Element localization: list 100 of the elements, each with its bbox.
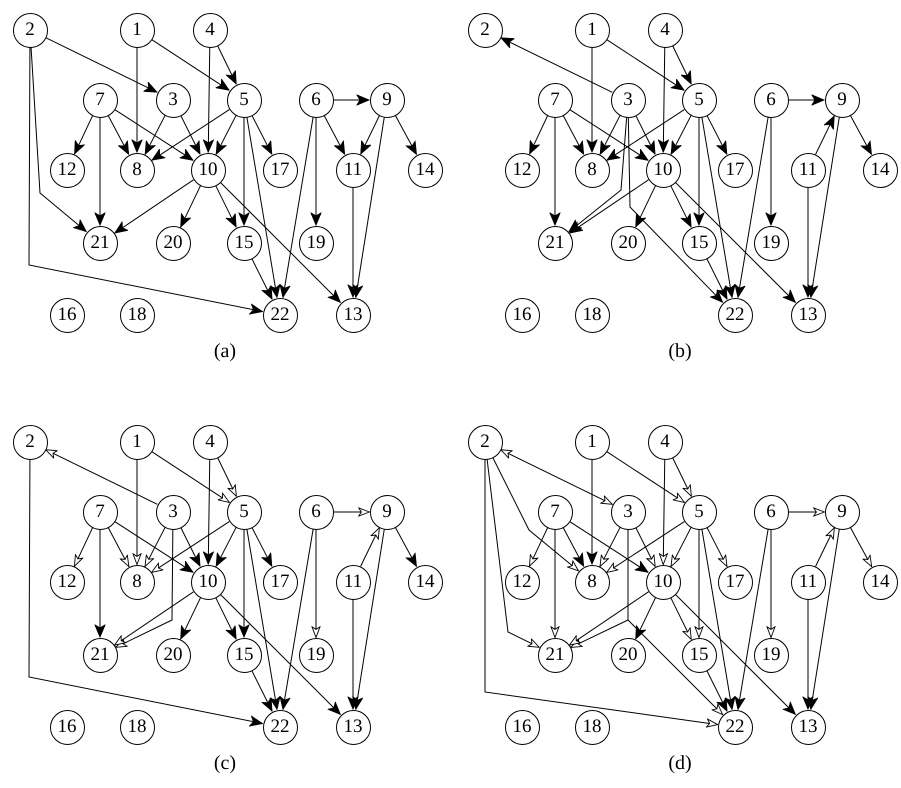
graph-node: 9 (824, 494, 860, 530)
arrow (114, 591, 194, 646)
arrow (94, 529, 106, 638)
arrow (815, 527, 835, 567)
arrow (600, 115, 620, 155)
arrow (484, 459, 718, 728)
arrow (658, 47, 670, 153)
arrow (180, 597, 201, 640)
graph-node: 5 (682, 82, 716, 118)
graph-node: 12 (50, 152, 84, 188)
arrow (672, 45, 692, 85)
graph-node: 11 (790, 152, 826, 188)
graph-node: 2 (12, 424, 48, 460)
graph-node: 1 (120, 12, 154, 48)
arrow (694, 529, 704, 638)
arrow (279, 116, 314, 298)
graph-node: 2 (468, 424, 502, 460)
graph-node: 21 (82, 638, 118, 672)
arrow (74, 115, 94, 155)
graph-node: 11 (336, 564, 370, 600)
arrow (352, 528, 385, 710)
arrow (251, 258, 273, 300)
arrow (549, 117, 561, 226)
graph-node: 2 (468, 12, 502, 48)
arrow (670, 115, 692, 155)
arrow (569, 109, 649, 161)
arrow (114, 521, 194, 573)
graph-node: 6 (298, 82, 334, 118)
arrow (670, 527, 692, 567)
arrow (701, 528, 736, 710)
arrow (115, 529, 174, 648)
arrow (216, 527, 236, 567)
graph-node: 17 (718, 152, 752, 188)
arrow (108, 114, 130, 156)
graph-node: 20 (610, 226, 646, 260)
arrow (562, 114, 584, 156)
graph-node: 4 (192, 12, 228, 48)
graph-node: 21 (82, 226, 118, 260)
arrow (252, 115, 272, 155)
graph-node: 1 (574, 424, 610, 460)
arrow (151, 39, 230, 91)
panel-caption: (c) (214, 752, 236, 775)
graph-node: 4 (648, 424, 682, 460)
graph-node: 21 (538, 638, 572, 672)
graph-node: 19 (298, 226, 334, 260)
arrow (310, 117, 322, 226)
arrow (658, 459, 668, 565)
arrow (706, 670, 728, 712)
arrow (674, 594, 796, 716)
graph-node: 15 (682, 638, 716, 672)
panel-caption: (b) (668, 340, 692, 363)
arrow (333, 94, 370, 106)
graph-node: 5 (226, 494, 262, 530)
arrow (635, 185, 656, 228)
graph-node: 22 (262, 710, 298, 744)
graph-node: 8 (574, 152, 610, 188)
arrow (674, 182, 796, 304)
arrow (670, 185, 692, 228)
arrow (238, 117, 250, 226)
arrow (765, 117, 777, 226)
arrow (850, 526, 872, 568)
arrow (132, 459, 142, 565)
arrow (850, 114, 872, 156)
arrow (312, 529, 320, 638)
arrow (569, 591, 649, 646)
graph-node: 10 (190, 152, 226, 188)
graph-node: 19 (754, 226, 788, 260)
graph-node: 7 (538, 82, 572, 118)
graph-node: 9 (824, 82, 860, 118)
graph-node: 11 (336, 152, 370, 188)
graph-node: 11 (790, 564, 826, 600)
graph-node: 16 (504, 298, 540, 332)
arrow (216, 115, 236, 155)
graph-node: 1 (120, 424, 154, 460)
arrow (151, 521, 230, 573)
graph-node: 8 (574, 564, 610, 600)
graph-node: 14 (862, 152, 898, 188)
graph-node: 3 (610, 494, 646, 530)
graph-node: 13 (336, 710, 370, 744)
arrow (628, 117, 724, 303)
graph-node: 10 (646, 564, 680, 600)
graph-node: 5 (682, 494, 716, 530)
graph-node: 3 (156, 494, 190, 530)
graph-node: 13 (336, 298, 370, 332)
arrow (492, 457, 579, 572)
arrow (279, 528, 314, 710)
arrow (144, 115, 166, 155)
arrow (202, 459, 214, 565)
arrow (324, 114, 346, 156)
arrow (45, 37, 158, 93)
arrow (766, 529, 776, 638)
graph-node: 8 (120, 152, 154, 188)
panel-caption: (d) (668, 752, 692, 775)
graph-node: 7 (538, 494, 572, 530)
graph-node: 4 (192, 424, 228, 460)
graph-node: 22 (718, 710, 752, 744)
arrow (693, 117, 705, 226)
graph-node: 9 (370, 82, 404, 118)
arrow (672, 457, 692, 497)
arrow (131, 47, 143, 153)
